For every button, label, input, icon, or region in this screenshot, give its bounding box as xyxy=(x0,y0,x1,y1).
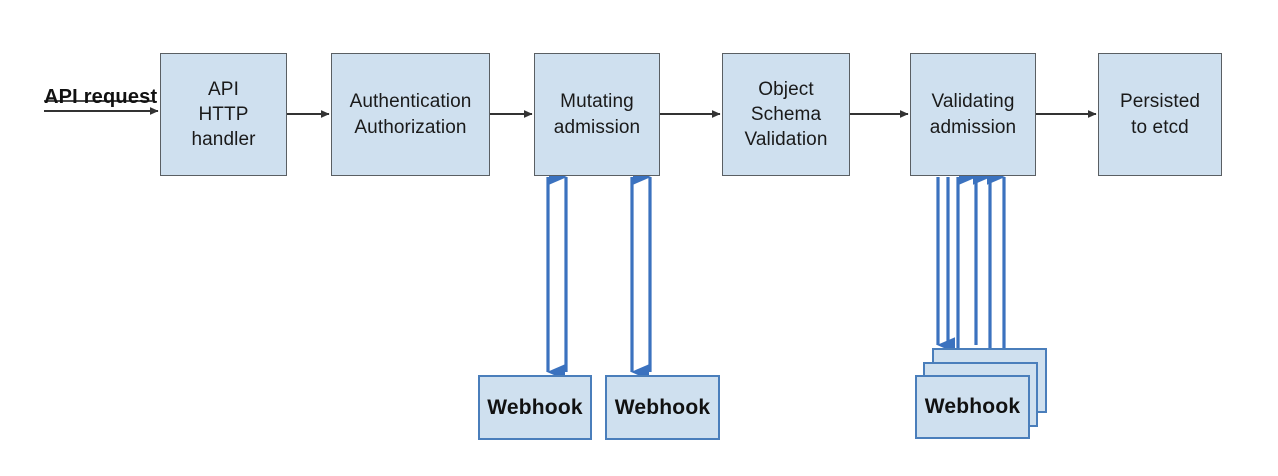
process-node-object-schema-validation: Object Schema Validation xyxy=(722,53,850,176)
process-node-persisted-to-etcd: Persisted to etcd xyxy=(1098,53,1222,176)
webhook-node-webhook-mutating-1: Webhook xyxy=(478,375,592,440)
webhook-arrow-group xyxy=(546,169,1006,380)
process-node-api-http-handler: API HTTP handler xyxy=(160,53,287,176)
webhook-node-webhook-validating-front: Webhook xyxy=(915,375,1030,439)
process-node-mutating-admission: Mutating admission xyxy=(534,53,660,176)
entry-label-api-request: API request xyxy=(44,86,158,108)
process-node-validating-admission: Validating admission xyxy=(910,53,1036,176)
process-node-authentication-authorization: Authentication Authorization xyxy=(331,53,490,176)
webhook-node-webhook-mutating-2: Webhook xyxy=(605,375,720,440)
